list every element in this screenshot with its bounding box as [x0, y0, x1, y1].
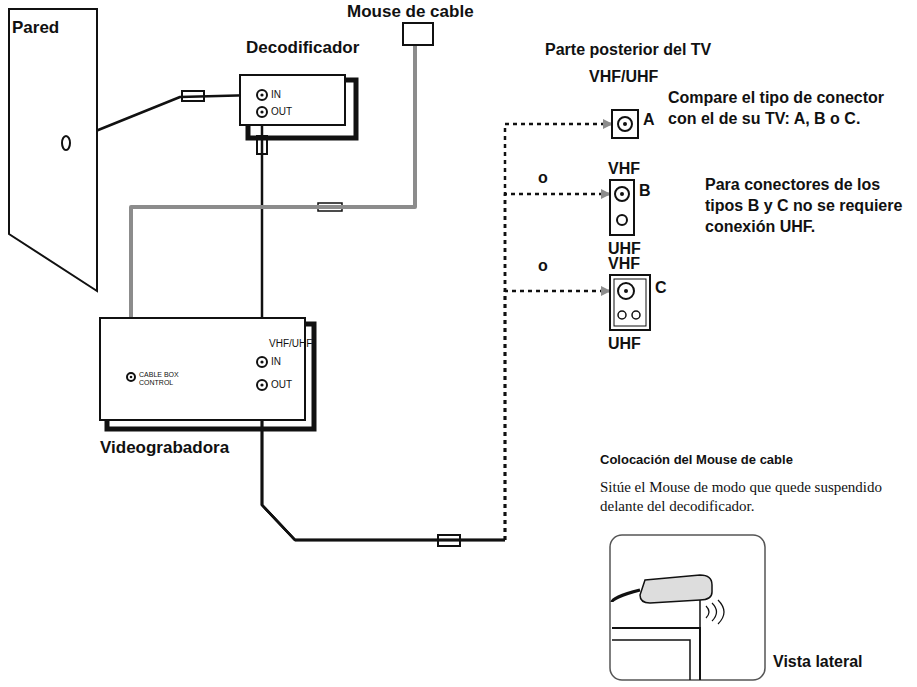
node-text: A — [643, 111, 655, 129]
node-text: IN — [271, 356, 281, 368]
vcr-box: Videograbadora VHF/UHF IN OUT CABLE BOX CONT… — [97, 318, 319, 464]
note-label: o — [538, 168, 548, 189]
node-text: B — [639, 182, 651, 200]
note-label: Parte posterior del TV — [545, 40, 711, 61]
mouse-placement-illustration — [610, 535, 765, 680]
node-text: IN — [271, 89, 281, 101]
node-text: OUT — [271, 106, 292, 118]
node-text: UHF — [608, 335, 641, 353]
wall-outline — [8, 8, 100, 294]
cable-line — [505, 124, 612, 540]
wall: Pared — [8, 8, 100, 294]
note-label: o — [538, 256, 548, 277]
node-heading: Decodificador — [246, 38, 359, 58]
node-heading: VHF — [608, 160, 640, 178]
tv-connector-a: VHF/UHF A — [585, 66, 665, 144]
cable-line — [505, 194, 610, 540]
decoder-box: DecodificadorIN OUT — [238, 38, 363, 143]
node-text: CABLE BOX CONTROL — [139, 371, 181, 386]
node-heading: Mouse de cable — [347, 2, 474, 22]
note-label: Colocación del Mouse de cable — [600, 452, 793, 469]
node-heading: VHF/UHF — [589, 68, 658, 86]
node-heading: Pared — [12, 18, 59, 38]
tv-connector-c: VHF C UHF — [598, 255, 676, 356]
node-text: OUT — [271, 379, 292, 391]
note-label: Vista lateral — [773, 652, 863, 673]
node-text: C — [655, 279, 667, 297]
note-label: Para conectores de los tipos B y C no se… — [705, 175, 905, 237]
node-heading: VHF — [608, 255, 640, 273]
cable-line — [505, 291, 610, 540]
cable-mouse: Mouse de cable — [345, 2, 485, 48]
tv-connector-b: VHFBUHF — [598, 160, 660, 261]
node-heading: Videograbadora — [100, 438, 229, 458]
note-label: Sitúe el Mouse de modo que quede suspend… — [600, 478, 912, 516]
node-text: VHF/UHF — [269, 338, 312, 350]
note-label: Compare el tipo de conector con el de su… — [668, 88, 893, 130]
